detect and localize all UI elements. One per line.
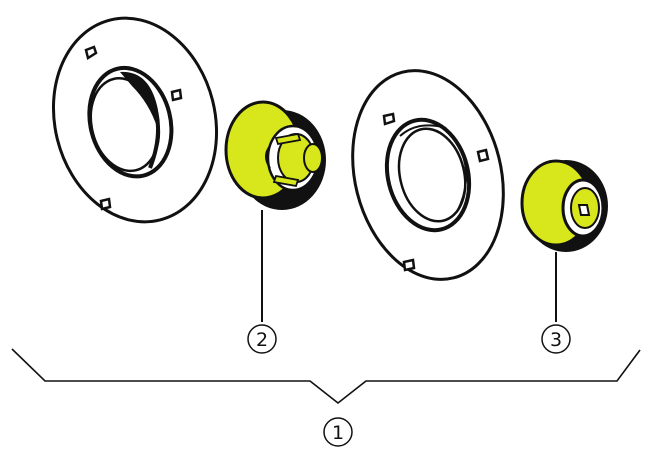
right-bushing [520,159,608,252]
callout-2-label: 2 [256,329,268,351]
callout-1: 1 [323,417,353,447]
left-flange-plate [51,16,219,224]
left-bushing [224,100,326,210]
assembly-brace [11,348,641,405]
callout-3-label: 3 [550,329,562,351]
callout-2: 2 [247,324,277,354]
right-flange-plate [351,69,505,281]
callout-3: 3 [541,324,571,354]
callout-1-label: 1 [332,422,344,444]
